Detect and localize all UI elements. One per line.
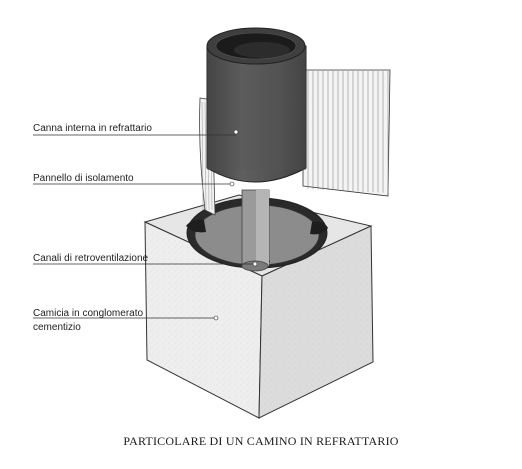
figure-caption: PARTICOLARE DI UN CAMINO IN REFRATTARIO (123, 434, 399, 448)
flue-marker (233, 129, 239, 135)
label-ventilation-channels: Canali di retroventilazione (33, 253, 149, 264)
label-cement-jacket-line2: cementizio (33, 322, 81, 333)
leader-lines (33, 134, 253, 321)
label-cement-jacket-line1: Camicia in conglomerato (33, 308, 144, 319)
ventilation-channel-pipe (241, 189, 270, 272)
block-right-face (258, 225, 374, 419)
refractory-flue (206, 27, 307, 183)
label-insulation-panel: Pannello di isolamento (33, 173, 134, 184)
label-inner-flue: Canna interna in refrattario (33, 123, 152, 134)
insulation-wrap-rib (201, 101, 204, 211)
insulation-panel (199, 69, 391, 216)
block-opening (186, 197, 328, 269)
insulation-panel-body (302, 69, 391, 197)
channel-notch-right (310, 221, 328, 235)
channel-notch-left (186, 219, 206, 233)
insulation-wrap-rib (204, 101, 207, 211)
